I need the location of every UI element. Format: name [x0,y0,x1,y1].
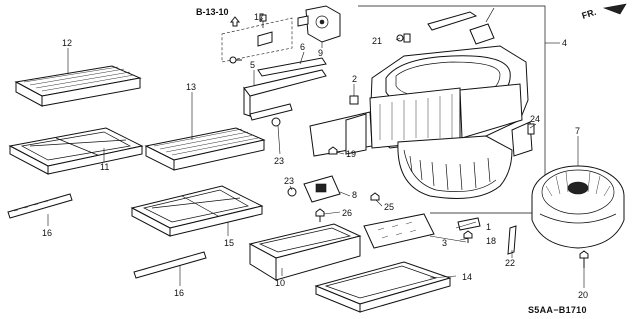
part-16-strip-left [7,193,73,219]
part-5-6-linkage [243,57,327,121]
callout-19: 19 [346,149,356,159]
part-16-strip-right [133,251,207,279]
part-9-actuator [297,5,341,43]
part-11-filter-frame [8,127,144,175]
part-8-connector [303,175,341,203]
part-14-filter-frame [314,261,452,313]
callouts: 12 11 16 13 15 16 10 14 3 1 18 22 20 7 4… [42,12,588,300]
reference-label: B-13-10 [196,7,241,27]
callout-16-right: 16 [174,288,184,298]
callout-8: 8 [352,190,357,200]
callout-18: 18 [486,236,496,246]
callout-24: 24 [530,114,540,124]
diagram-code: S5AA−B1710 [528,305,587,315]
part-18-screw [463,230,473,243]
part-23-screw-upper [271,117,281,127]
part-7-blower-motor [531,165,625,249]
callout-25: 25 [384,202,394,212]
screw-icon [229,56,242,64]
part-25-screw [370,192,380,201]
assembly-bracket-4 [358,5,546,214]
callout-23-upper: 23 [274,156,284,166]
callout-22: 22 [505,258,515,268]
part-26-screw [315,208,325,222]
callout-17: 17 [254,12,264,22]
part-2-clip [349,95,359,105]
callout-10: 10 [275,278,285,288]
leader-lines [47,17,585,288]
callout-26: 26 [342,208,352,218]
callout-9: 9 [318,48,323,58]
callout-23-lower: 23 [284,176,294,186]
part-15-filter-frame [130,185,264,237]
callout-6: 6 [300,42,305,52]
callout-11: 11 [100,162,109,172]
motor-bracket-outline [221,17,293,63]
part-20-screw [579,250,589,268]
part-10-filter-frame [248,223,362,281]
part-3-resistor [363,213,435,249]
top-linkage-arm [427,7,495,45]
blower-housing [309,45,533,199]
part-24-clip [527,123,535,135]
up-arrow-icon [229,16,241,27]
callout-15: 15 [224,238,234,248]
callout-7: 7 [575,126,580,136]
bracket-plate [257,31,273,47]
callout-21: 21 [372,36,382,46]
callout-14: 14 [462,272,472,282]
callout-12: 12 [62,38,72,48]
callout-13: 13 [186,82,196,92]
part-23-screw-lower [287,187,297,197]
callout-16-left: 16 [42,228,52,238]
callout-5: 5 [250,60,255,70]
front-direction-indicator: FR. [581,3,627,21]
part-22-bolt [507,225,517,255]
front-label: FR. [581,7,598,21]
reference-code: B-13-10 [196,7,229,17]
callout-1: 1 [486,222,491,232]
callout-3: 3 [442,238,447,248]
part-21-clip [396,33,411,43]
callout-2: 2 [352,74,357,84]
part-12-filter [14,65,142,107]
arrow-right-icon [602,3,627,15]
part-13-filter [144,127,266,171]
callout-4: 4 [562,38,567,48]
callout-20: 20 [578,290,588,300]
